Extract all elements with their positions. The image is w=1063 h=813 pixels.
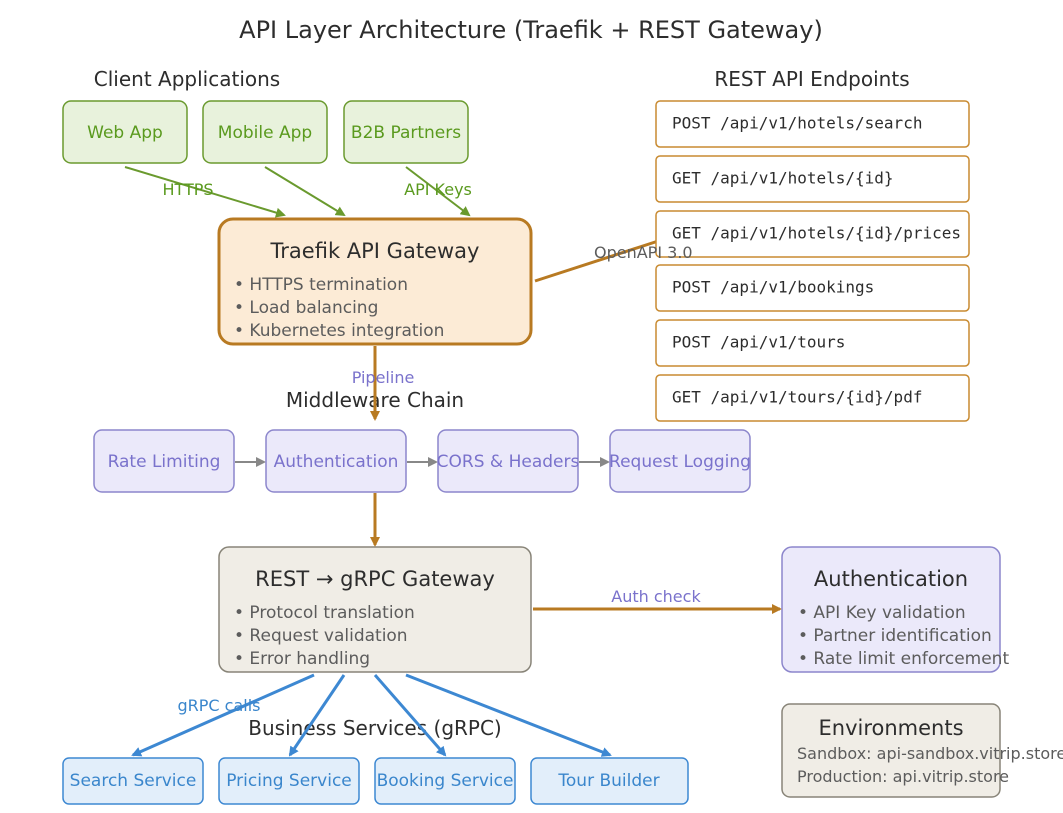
endpoint-label: POST /api/v1/hotels/search [672,114,922,133]
endpoint-item[interactable]: GET /api/v1/hotels/{id}/prices [655,210,970,258]
endpoint-item[interactable]: GET /api/v1/hotels/{id} [655,155,970,203]
rest-gateway-bullet: • Protocol translation [234,603,415,623]
middleware-label: CORS & Headers [437,452,580,472]
authentication-bullet: • Partner identification [798,626,992,646]
service-label: Tour Builder [557,771,659,791]
api-keys-edge-label: API Keys [404,180,472,199]
middleware-cors-headers[interactable]: CORS & Headers [437,429,580,493]
gateway-to-search-arrow [131,673,315,757]
client-label: Web App [87,123,163,143]
environments-box: Environments Sandbox: api-sandbox.vitrip… [781,703,1063,798]
gateway-to-tour-arrow [405,673,612,757]
business-services-heading: Business Services (gRPC) [248,716,501,740]
endpoint-label: GET /api/v1/hotels/{id}/prices [672,224,961,243]
authentication-bullet: • Rate limit enforcement [798,649,1009,669]
client-label: Mobile App [218,123,312,143]
endpoint-item[interactable]: GET /api/v1/tours/{id}/pdf [655,374,970,422]
auth-check-edge-label: Auth check [611,587,701,606]
client-mobile-app[interactable]: Mobile App [202,100,328,164]
service-tour-builder[interactable]: Tour Builder [530,757,689,805]
service-label: Search Service [70,771,197,791]
middleware-request-logging[interactable]: Request Logging [609,429,751,493]
service-booking[interactable]: Booking Service [374,757,516,805]
traefik-gateway-box[interactable]: Traefik API Gateway • HTTPS termination … [217,217,533,346]
traefik-bullet: • Load balancing [234,298,378,318]
authentication-box[interactable]: Authentication • API Key validation • Pa… [781,546,1009,673]
mobile-to-gateway-arrow [264,166,346,217]
environments-title: Environments [818,716,963,740]
rest-gateway-bullet: • Request validation [234,626,408,646]
diagram-title: API Layer Architecture (Traefik + REST G… [239,16,823,44]
rest-gateway-title: REST → gRPC Gateway [255,567,495,591]
openapi-edge-label: OpenAPI 3.0 [594,243,693,262]
endpoint-label: GET /api/v1/hotels/{id} [672,169,894,188]
https-edge-label: HTTPS [162,180,213,199]
rest-gateway-bullet: • Error handling [234,649,370,669]
middleware-authentication[interactable]: Authentication [265,429,407,493]
traefik-gateway-title: Traefik API Gateway [270,239,480,263]
environment-production: Production: api.vitrip.store [797,767,1009,786]
service-pricing[interactable]: Pricing Service [218,757,360,805]
endpoint-item[interactable]: POST /api/v1/tours [655,319,970,367]
middleware-label: Rate Limiting [108,452,221,472]
middleware-label: Authentication [274,452,399,472]
pipeline-edge-label: Pipeline [352,368,415,387]
endpoint-item[interactable]: POST /api/v1/bookings [655,264,970,312]
grpc-calls-edge-label: gRPC calls [177,696,260,715]
client-b2b-partners[interactable]: B2B Partners [343,100,469,164]
client-label: B2B Partners [351,123,461,143]
endpoint-label: GET /api/v1/tours/{id}/pdf [672,388,922,407]
gateway-to-booking-arrow [373,674,447,757]
service-search[interactable]: Search Service [62,757,204,805]
rest-endpoints-heading: REST API Endpoints [714,67,909,91]
client-applications-heading: Client Applications [94,67,280,91]
endpoint-label: POST /api/v1/bookings [672,278,874,297]
service-label: Pricing Service [226,771,352,791]
endpoint-item[interactable]: POST /api/v1/hotels/search [655,100,970,148]
b2b-to-gateway-arrow [405,166,471,217]
endpoint-label: POST /api/v1/tours [672,333,845,352]
middleware-rate-limiting[interactable]: Rate Limiting [93,429,235,493]
gateway-to-pricing-arrow [288,674,346,757]
middleware-label: Request Logging [609,452,751,472]
authentication-title: Authentication [814,567,968,591]
web-to-gateway-arrow [124,166,286,218]
traefik-bullet: • HTTPS termination [234,275,408,295]
environment-sandbox: Sandbox: api-sandbox.vitrip.store [797,744,1063,763]
service-label: Booking Service [377,771,514,791]
rest-grpc-gateway-box[interactable]: REST → gRPC Gateway • Protocol translati… [218,546,532,673]
authentication-bullet: • API Key validation [798,603,966,623]
traefik-bullet: • Kubernetes integration [234,321,444,341]
client-web-app[interactable]: Web App [62,100,188,164]
